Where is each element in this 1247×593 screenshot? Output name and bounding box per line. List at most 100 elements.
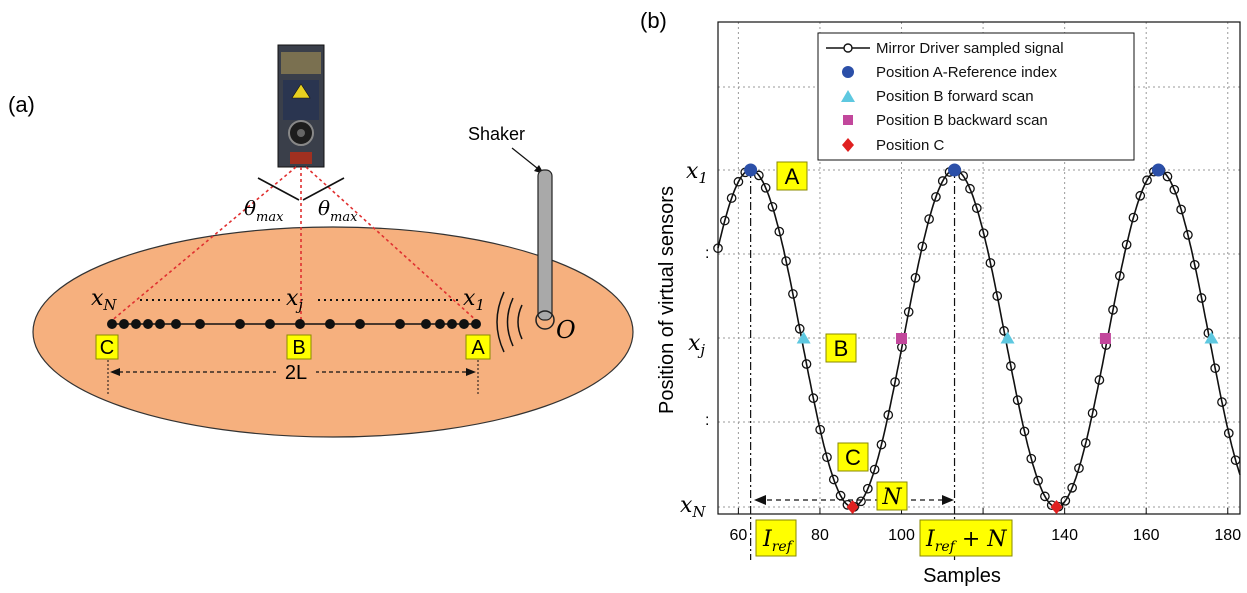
x-axis-label: Samples	[923, 565, 1001, 587]
laser-scanner-image	[277, 44, 325, 168]
signal-sample-point	[801, 359, 812, 369]
sensor-dot	[235, 319, 245, 329]
signal-sample-point	[917, 241, 928, 252]
sensor-dot	[435, 319, 445, 329]
signal-sample-point	[788, 289, 798, 299]
legend-item-position-b-forward: Position B forward scan	[841, 88, 1034, 105]
box-a: A	[465, 334, 491, 360]
signal-sample-point	[1142, 175, 1152, 186]
sensor-dot	[459, 319, 469, 329]
signal-sample-point	[1217, 397, 1227, 407]
signal-sample-point	[754, 170, 764, 181]
signal-sample-point	[767, 201, 778, 212]
n-arrow-head-right	[942, 495, 954, 505]
signal-sample-point	[862, 483, 873, 494]
legend-item-position-c: Position C	[842, 137, 945, 154]
n-box-text: N	[881, 485, 902, 510]
box-b-text: B	[292, 337, 305, 359]
signal-sample-point	[1183, 230, 1193, 240]
signal-sample-point	[1162, 171, 1173, 182]
signal-sample-point	[999, 326, 1009, 336]
signal-sample-point	[1026, 453, 1037, 464]
theta-bracket-left	[257, 177, 300, 201]
sensor-dot	[295, 319, 305, 329]
signal-sample-point	[828, 474, 839, 485]
position-b-backward-marker	[896, 333, 908, 344]
signal-sample-point	[903, 307, 914, 317]
shaker-label: Shaker	[468, 124, 525, 144]
signal-sample-point	[1040, 491, 1050, 502]
panel-b: (b) x1 : xj : xN 6080100120140160180 Sam…	[640, 8, 1241, 587]
signal-sample-point	[1108, 304, 1118, 315]
signal-sample-point	[1196, 293, 1207, 303]
signal-sample-point	[781, 256, 791, 266]
legend-label-position-b-backward: Position B backward scan	[876, 112, 1048, 129]
signal-sample-point	[1087, 408, 1098, 418]
iref-text: Iref	[762, 527, 795, 555]
signal-sample-point	[1223, 428, 1234, 439]
plot-box-b: B	[825, 333, 857, 363]
sensor-dot	[447, 319, 457, 329]
position-b-forward-marker	[796, 331, 811, 344]
origin-label: O	[556, 316, 576, 344]
signal-sample-point	[890, 377, 900, 387]
panel-a-label: (a)	[8, 92, 35, 117]
legend-item-position-b-backward: Position B backward scan	[843, 112, 1048, 129]
iref-n-box: Iref + N	[919, 519, 1013, 557]
legend-box	[817, 32, 1135, 161]
ytick-colon-lower: :	[705, 412, 709, 429]
n-box: N	[876, 481, 908, 511]
signal-sample-point	[958, 171, 969, 181]
signal-sample-point	[726, 193, 737, 203]
plot-box-b-text: B	[834, 336, 849, 361]
sensor-dot	[119, 319, 129, 329]
sensor-dot	[195, 319, 205, 329]
signal-sample-point	[876, 439, 887, 450]
x-tick-label: 180	[1214, 527, 1241, 544]
position-b-forward-marker	[1000, 331, 1015, 344]
sensor-dot	[131, 319, 141, 329]
box-c: C	[95, 334, 119, 360]
box-b: B	[286, 334, 312, 360]
theta-right-label: θmax	[318, 196, 358, 225]
plot-box-c-text: C	[845, 445, 861, 470]
sensor-dot	[265, 319, 275, 329]
panel-a: (a) θmax θmax Shaker	[8, 44, 634, 438]
signal-sample-point	[992, 291, 1003, 301]
signal-sample-point	[937, 176, 948, 186]
signal-sample-point	[815, 424, 826, 435]
reference-vlines	[750, 170, 956, 560]
x-tick-label: 160	[1133, 527, 1160, 544]
signal-sample-point	[1135, 190, 1146, 201]
signal-sample-point	[883, 410, 894, 420]
plot-box-a-text: A	[785, 164, 800, 189]
signal-sample-point	[1121, 239, 1132, 250]
panel-b-label: (b)	[640, 8, 667, 33]
signal-sample-point	[822, 452, 832, 463]
ytick-xN: xN	[680, 493, 706, 521]
signal-sample-point	[1189, 259, 1200, 270]
laser-line-right	[305, 166, 479, 323]
sensor-dot	[107, 319, 117, 329]
legend-label-signal: Mirror Driver sampled signal	[876, 40, 1064, 57]
legend-item-signal: Mirror Driver sampled signal	[826, 40, 1064, 57]
signal-sample-point	[869, 464, 880, 475]
x-tick-label: 80	[811, 527, 829, 544]
x-tick-label: 140	[1051, 527, 1078, 544]
signal-sample-point	[985, 258, 996, 268]
theta-bracket-right	[302, 177, 345, 201]
vibration-waves-icon	[496, 291, 523, 353]
shaker-tip	[535, 310, 555, 330]
iref-box: Iref	[755, 519, 797, 557]
sensor-dots	[107, 319, 481, 329]
span-arrow-head-left	[110, 368, 120, 376]
signal-sample-point	[1210, 363, 1221, 374]
signal-sample-point	[931, 192, 941, 202]
signal-sample-point	[1169, 184, 1180, 195]
position-b-backward-marker	[1099, 333, 1111, 344]
position-c-marker	[846, 500, 859, 514]
shaker-rod	[537, 169, 553, 321]
span-arrow-head-right	[466, 368, 476, 376]
signal-sample-point	[856, 496, 866, 507]
x-tick-label: 100	[888, 527, 915, 544]
